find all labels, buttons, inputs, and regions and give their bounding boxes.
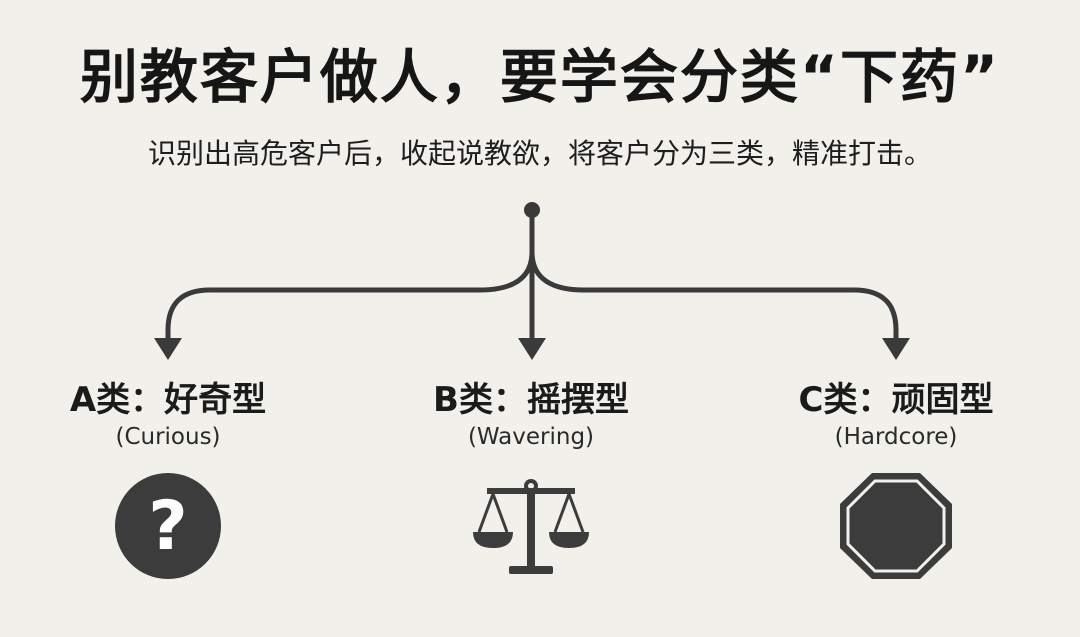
- question-glyph: ?: [148, 487, 187, 566]
- arrowhead-b: [518, 338, 546, 360]
- root-node: [524, 202, 540, 218]
- branch-b-label: B类：摇摆型: [433, 380, 629, 420]
- branch-a-sublabel: (Curious): [115, 424, 221, 450]
- page-title: 别教客户做人，要学会分类“下药”: [79, 43, 1001, 111]
- page-subtitle: 识别出高危客户后，收起说教欲，将客户分为三类，精准打击。: [147, 137, 932, 170]
- arrowhead-a: [154, 338, 182, 360]
- balance-scale-icon: [473, 479, 589, 574]
- branch-connector-a: [165, 249, 535, 349]
- stop-octagon-icon: [840, 473, 952, 579]
- branch-c-sublabel: (Hardcore): [834, 424, 958, 450]
- branch-connector-c: [529, 249, 899, 349]
- branch-a-label: A类：好奇型: [69, 380, 267, 420]
- arrowhead-c: [882, 338, 910, 360]
- question-circle-icon: ?: [115, 473, 221, 579]
- branch-c-label: C类：顽固型: [798, 380, 994, 420]
- branch-b-sublabel: (Wavering): [467, 424, 595, 450]
